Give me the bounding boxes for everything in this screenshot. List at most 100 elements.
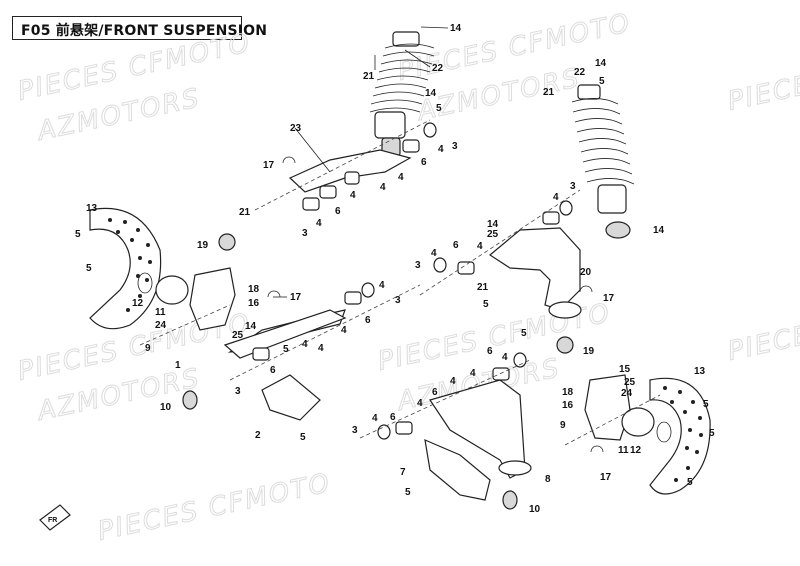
callout-5-c: 5: [300, 432, 306, 443]
callout-6-f: 6: [487, 346, 493, 357]
callout-11: 11: [155, 307, 166, 318]
callout-18-b: 18: [562, 387, 574, 398]
bushings-and-washers: [252, 122, 573, 440]
callout-13-b: 13: [694, 366, 706, 377]
left-shock-absorber: [369, 31, 435, 157]
callout-5: 5: [75, 229, 81, 240]
callout-1: 1: [175, 360, 181, 371]
callout-14-f: 14: [487, 219, 499, 230]
callout-4-e: 4: [438, 144, 444, 155]
assembly-centerlines: [139, 119, 661, 446]
callout-4-m: 4: [502, 352, 508, 363]
callout-18: 18: [248, 284, 260, 295]
callout-4-p: 4: [417, 398, 423, 409]
callout-5-k: 5: [709, 428, 715, 439]
callout-3-d: 3: [570, 181, 576, 192]
watermark-line-10: PIECES CFMOTO: [725, 288, 800, 367]
right-steering-knuckle: [556, 336, 672, 443]
callout-7: 7: [400, 467, 406, 478]
callout-4-d: 4: [398, 172, 404, 183]
callout-17-d: 17: [600, 472, 612, 483]
callout-4-h: 4: [431, 248, 437, 259]
callout-17-b: 17: [290, 292, 302, 303]
callout-4-o: 4: [450, 376, 456, 387]
callout-14-e: 14: [653, 225, 665, 236]
watermark-line-1: PIECES CFMOTO: [15, 28, 254, 107]
callout-12-b: 12: [630, 445, 642, 456]
right-brake-disc: [649, 377, 711, 495]
callout-5-g: 5: [283, 344, 289, 355]
callout-3-e: 3: [415, 260, 421, 271]
direction-marker-label: FR: [48, 517, 57, 524]
callout-14-c: 14: [425, 88, 437, 99]
callout-2: 2: [255, 430, 261, 441]
callout-21: 21: [363, 71, 375, 82]
callout-6-b: 6: [335, 206, 341, 217]
callout-5-j: 5: [703, 399, 709, 410]
callout-13: 13: [86, 203, 98, 214]
callout-21-c: 21: [543, 87, 555, 98]
left-brake-disc: [89, 207, 162, 330]
callout-3-b: 3: [302, 228, 308, 239]
callout-6-d: 6: [453, 240, 459, 251]
callout-5-l: 5: [687, 477, 693, 488]
callout-4-l: 4: [302, 339, 308, 350]
callout-6-e: 6: [365, 315, 371, 326]
callout-24: 24: [155, 320, 167, 331]
callout-5-i: 5: [405, 487, 411, 498]
callout-4-c: 4: [380, 182, 386, 193]
callout-3-g: 3: [352, 425, 358, 436]
callout-6-g: 6: [432, 387, 438, 398]
callout-5-b: 5: [86, 263, 92, 274]
diagram-title-box: F05 前悬架/FRONT SUSPENSION: [12, 16, 267, 40]
callout-22-b: 22: [574, 67, 586, 78]
callout-3: 3: [235, 386, 241, 397]
callout-8: 8: [545, 474, 551, 485]
callout-21-b: 21: [239, 207, 251, 218]
callout-4-b: 4: [350, 190, 356, 201]
callout-5-d: 5: [436, 103, 442, 114]
callout-9-b: 9: [560, 420, 566, 431]
callout-5-e: 5: [599, 76, 605, 87]
diagram-title: F05 前悬架/FRONT SUSPENSION: [21, 23, 268, 39]
callout-5-f: 5: [483, 299, 489, 310]
callout-4-k: 4: [318, 343, 324, 354]
callout-4: 4: [316, 218, 322, 229]
callout-19: 19: [197, 240, 209, 251]
watermark-line-9: PIECES CFMOTO: [725, 38, 800, 117]
circlips: [267, 156, 604, 453]
callout-15: 15: [619, 364, 631, 375]
lower-left-a-arm: [223, 309, 347, 359]
left-steering-knuckle: [137, 233, 236, 331]
callout-25-b: 25: [487, 229, 499, 240]
right-mud-guard: [424, 439, 491, 501]
callout-19-b: 19: [583, 346, 595, 357]
callout-4-q: 4: [372, 413, 378, 424]
callout-12: 12: [132, 298, 144, 309]
left-mud-guard: [261, 374, 321, 421]
callout-4-j: 4: [341, 325, 347, 336]
callout-5-h: 5: [521, 328, 527, 339]
right-shock-absorber: [571, 84, 635, 239]
callout-3-f: 3: [395, 295, 401, 306]
callout-23: 23: [290, 123, 302, 134]
front-direction-marker: FR: [39, 504, 71, 531]
watermark-line-3: PIECES CFMOTO: [395, 8, 634, 87]
callout-6-h: 6: [390, 412, 396, 423]
callout-17: 17: [263, 160, 275, 171]
callout-6-c: 6: [421, 157, 427, 168]
callout-25-c: 25: [624, 377, 636, 388]
watermark-line-11: PIECES CFMOTO: [95, 468, 334, 547]
callout-21-d: 21: [477, 282, 489, 293]
upper-right-a-arm: [488, 227, 582, 319]
callout-10-b: 10: [529, 504, 541, 515]
callout-6: 6: [270, 365, 276, 376]
callout-11-b: 11: [618, 445, 629, 456]
callout-labels: 14 22 21 23 17 21 13 5 19 5 12 11 24 18 …: [75, 23, 715, 515]
callout-24-b: 24: [621, 388, 633, 399]
callout-22: 22: [432, 63, 444, 74]
callout-4-i: 4: [379, 280, 385, 291]
callout-16: 16: [248, 298, 260, 309]
callout-3-c: 3: [452, 141, 458, 152]
